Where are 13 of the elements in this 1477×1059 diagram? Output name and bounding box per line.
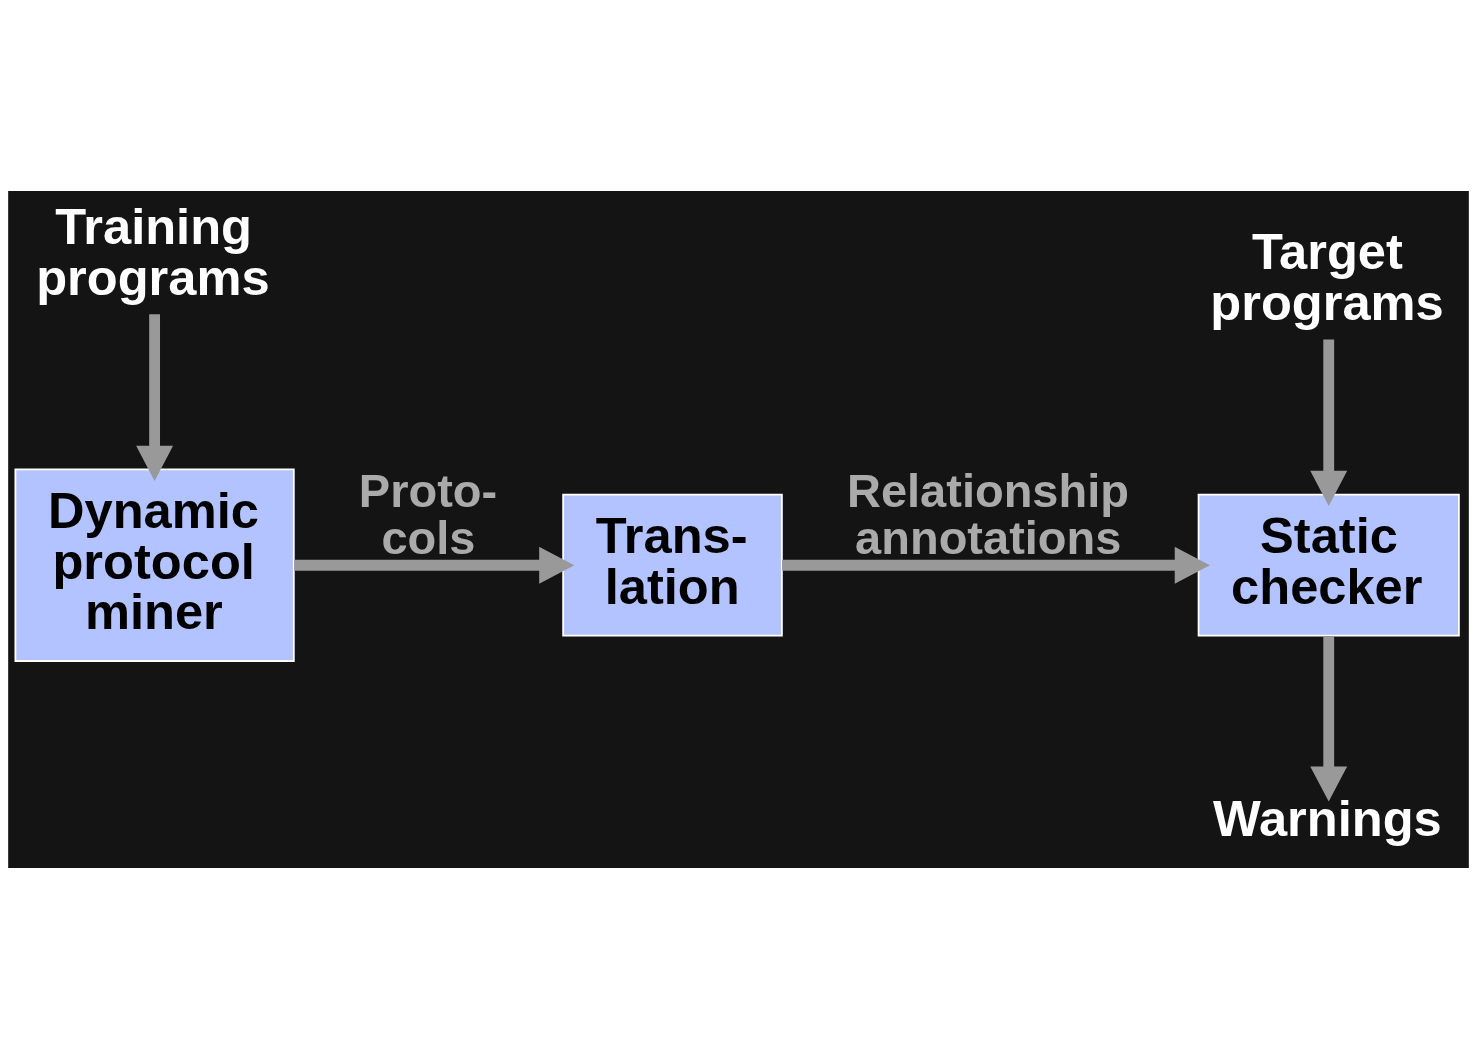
- arrow: [136, 314, 174, 481]
- edge-label: Proto- cols: [358, 463, 498, 564]
- node-box: Static checker: [1197, 493, 1460, 637]
- node-box: Trans- lation: [562, 493, 783, 637]
- arrow: [1310, 636, 1348, 802]
- arrow: [1310, 339, 1348, 506]
- node-text: Target programs: [1210, 223, 1444, 332]
- node-text: Training programs: [36, 198, 270, 306]
- arrow: [782, 546, 1210, 584]
- node-text: Warnings: [1213, 790, 1442, 848]
- node-box: Dynamic protocol miner: [14, 468, 295, 662]
- edge-label: Relationship annotations: [846, 463, 1129, 564]
- arrow: [294, 546, 575, 584]
